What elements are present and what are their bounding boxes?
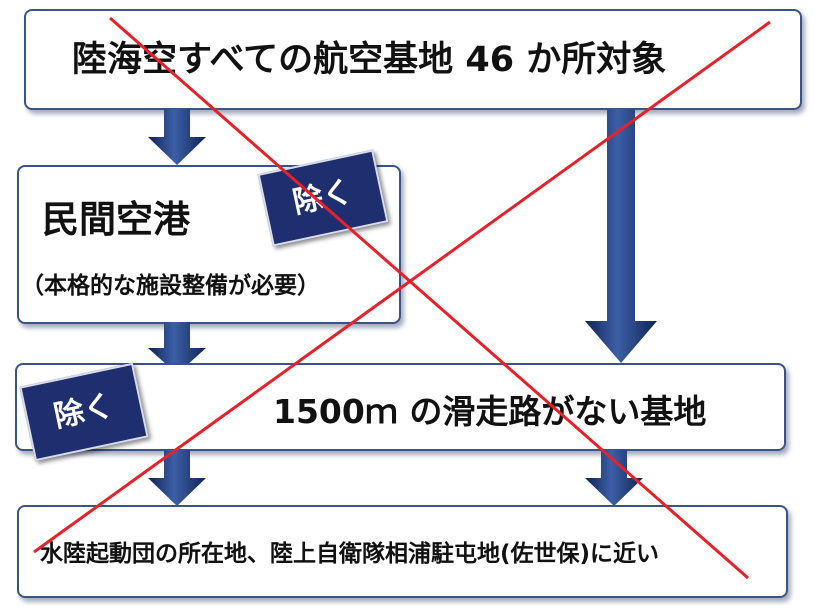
box-all-bases: 陸海空すべての航空基地 46 か所対象 <box>24 9 802 110</box>
arrow-down-icon <box>585 109 657 363</box>
box-no-runway-text: 1500ｍ の滑走路がない基地 <box>273 392 707 431</box>
box-amphibious-brigade-text: 水陸起動団の所在地、陸上自衛隊相浦駐屯地(佐世保)に近い <box>40 541 660 567</box>
arrow-down-icon <box>148 450 206 506</box>
box-all-bases-text: 陸海空すべての航空基地 46 か所対象 <box>72 40 667 80</box>
arrow-down-icon <box>148 109 206 165</box>
box-civil-airport-title: 民間空港 <box>42 198 190 241</box>
box-amphibious-brigade: 水陸起動団の所在地、陸上自衛隊相浦駐屯地(佐世保)に近い <box>17 505 788 598</box>
arrow-down-icon <box>585 450 643 506</box>
box-civil-airport-note: （本格的な施設整備が必要） <box>21 273 320 299</box>
